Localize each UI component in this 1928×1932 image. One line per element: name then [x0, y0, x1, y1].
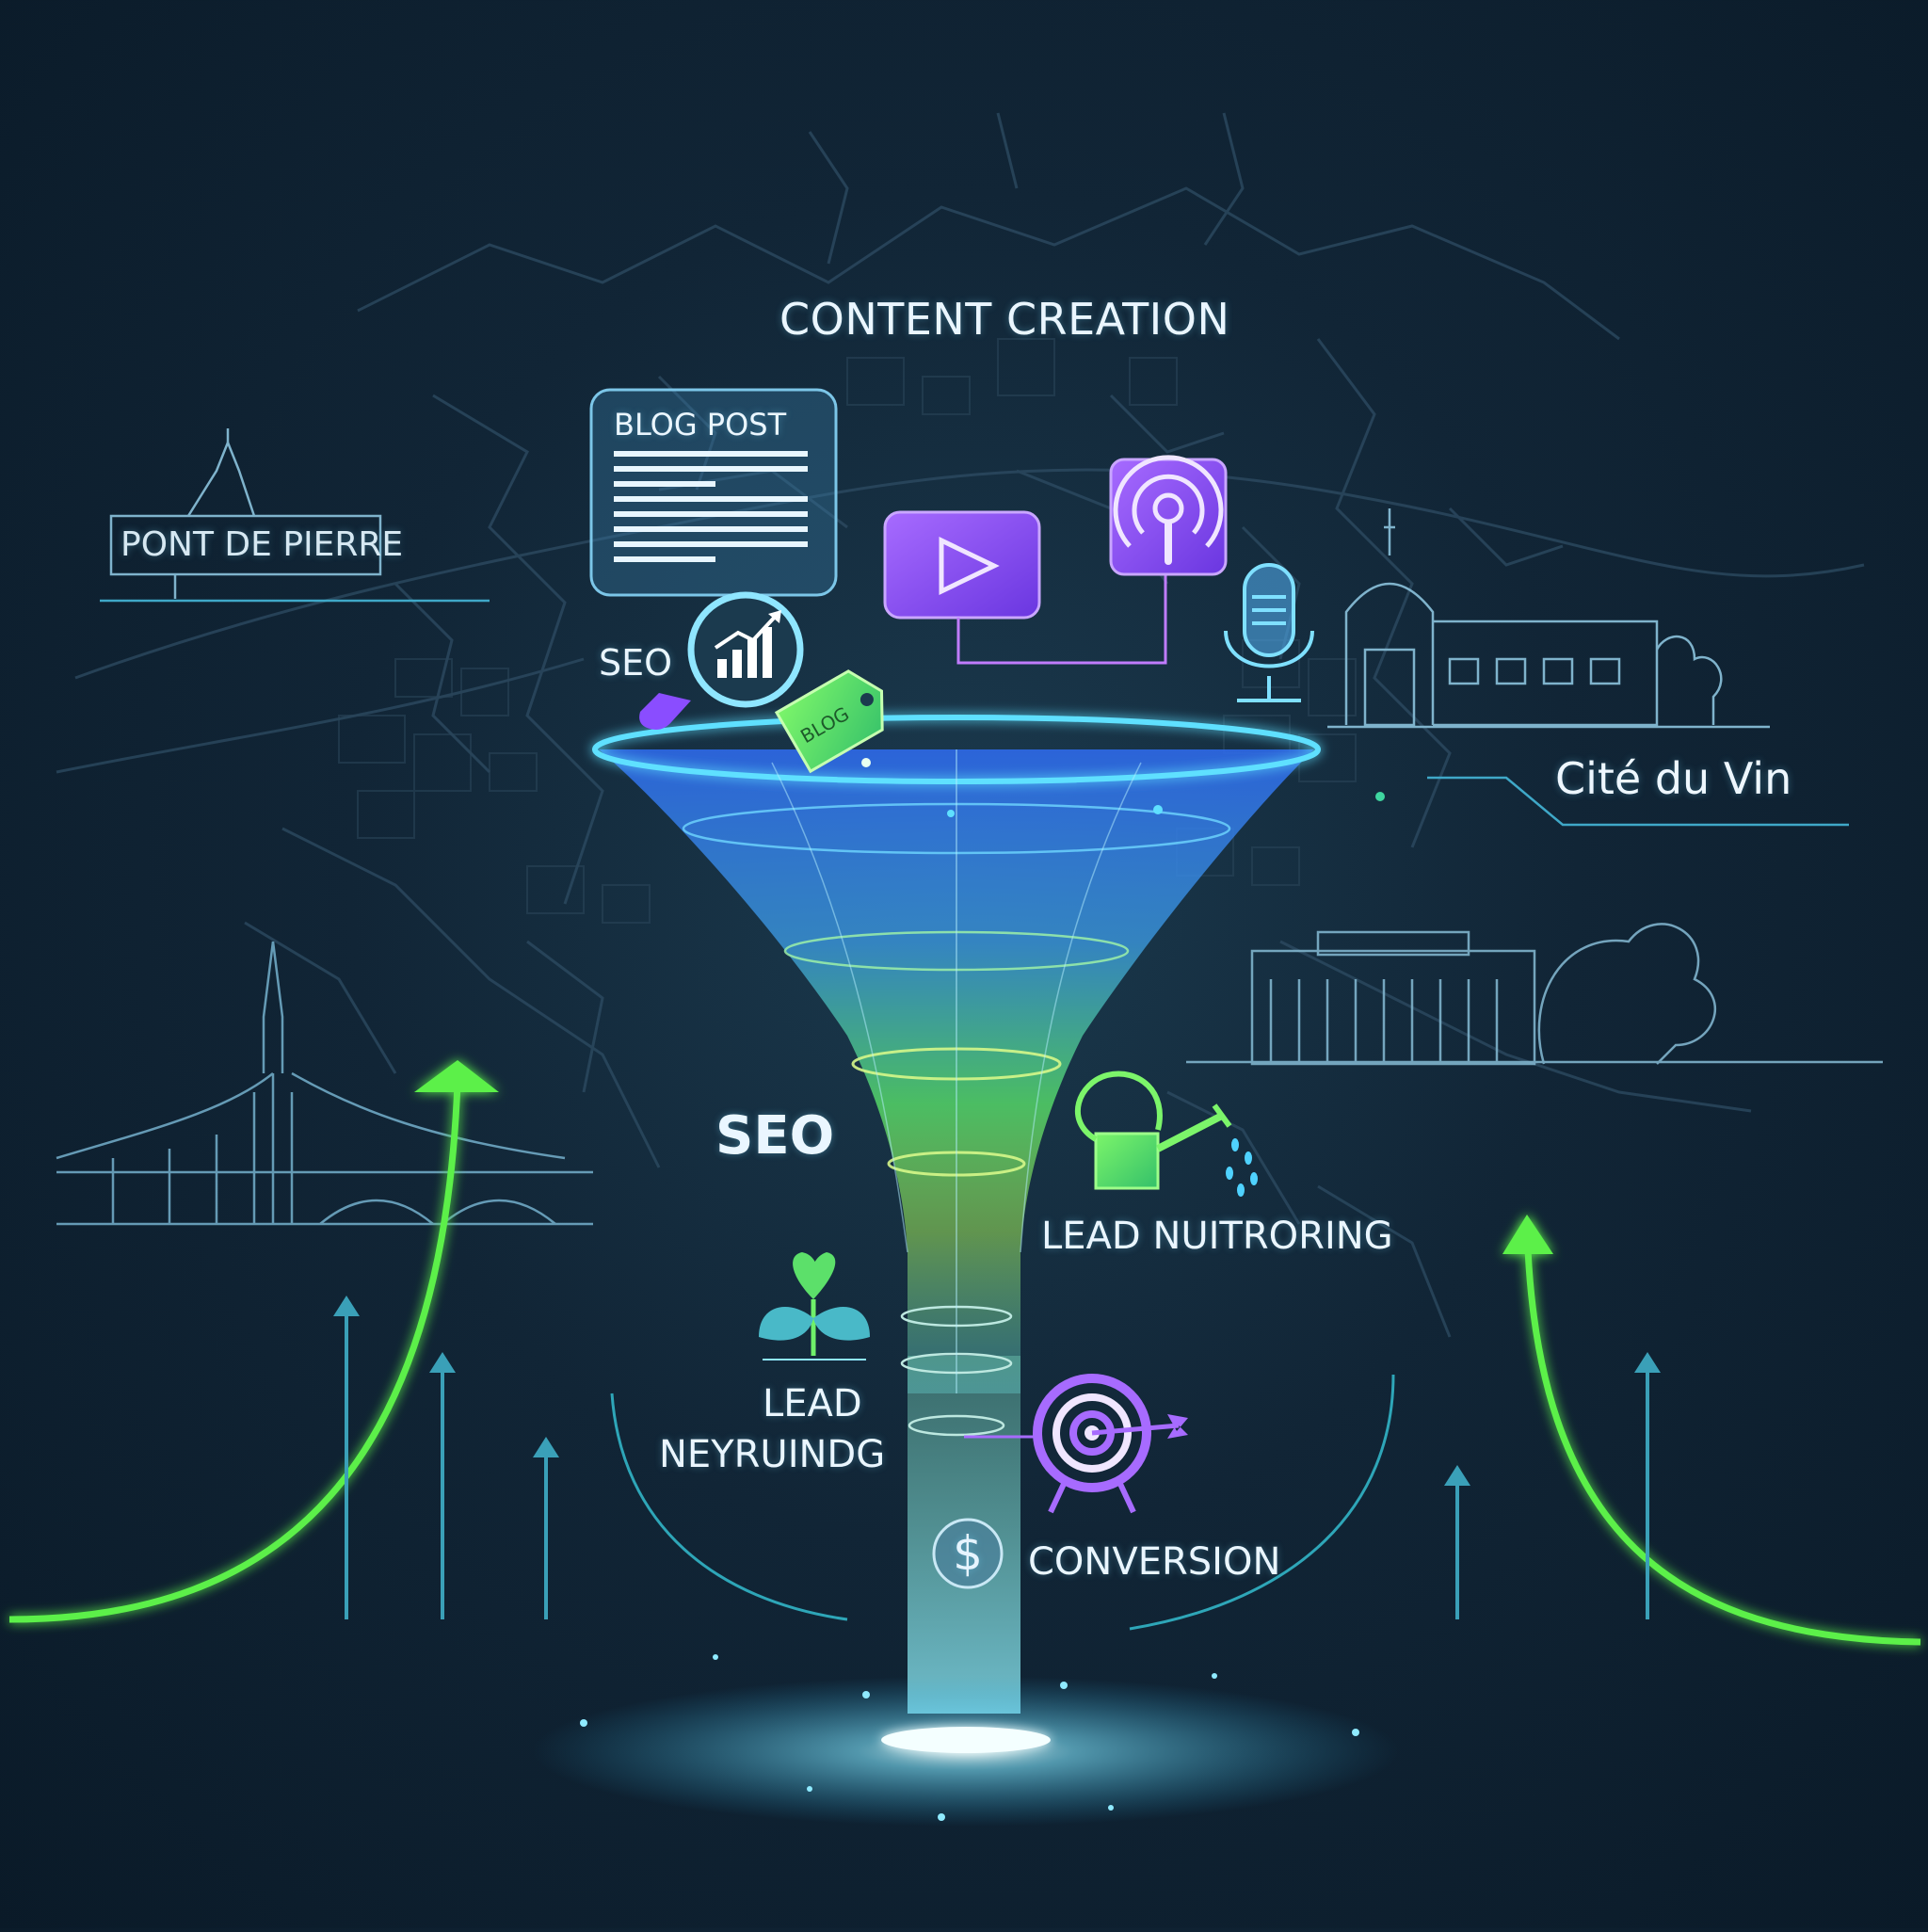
lead-label-line2: NEYRUINDG — [659, 1433, 885, 1476]
bridge-icon — [56, 942, 593, 1224]
funnel-icon — [533, 717, 1399, 1827]
seo-label-small: SEO — [599, 642, 672, 684]
landmark-label-right: Cité du Vin — [1555, 753, 1791, 804]
landmark-label-left: PONT DE PIERRE — [120, 525, 403, 564]
lead-nurturing-label: LEAD NUITRORING — [1041, 1215, 1393, 1258]
colonnade-building — [1186, 924, 1883, 1064]
dollar-symbol: $ — [932, 1518, 1004, 1589]
podcast-icon[interactable] — [1111, 458, 1226, 574]
seo-label-large: SEO — [715, 1105, 834, 1167]
blog-post-title: BLOG POST — [614, 407, 786, 443]
title: CONTENT CREATION — [779, 294, 1229, 345]
lead-label-line1: LEAD — [763, 1382, 862, 1425]
conversion-label: CONVERSION — [1028, 1540, 1280, 1584]
sprout-icon — [759, 1252, 870, 1360]
